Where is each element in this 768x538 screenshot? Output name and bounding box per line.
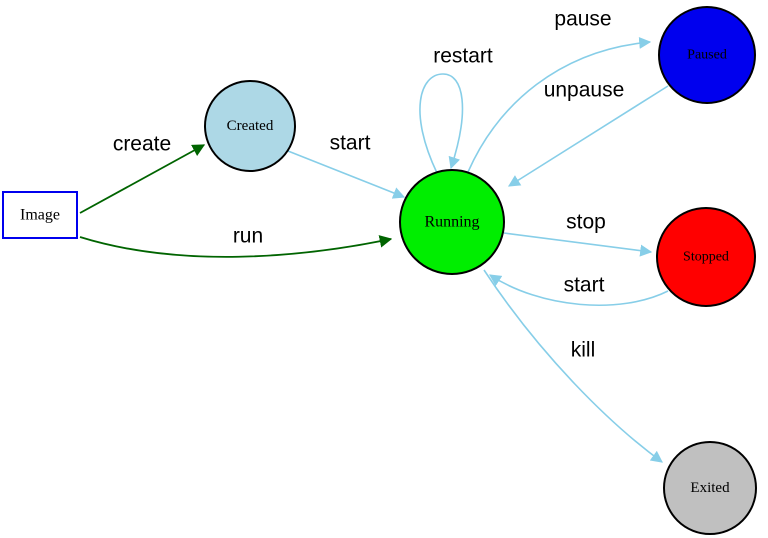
edge-label-start-created: start <box>330 132 371 155</box>
edge-start-stopped <box>488 274 669 306</box>
node-label-running: Running <box>424 214 479 231</box>
node-shape-stopped[interactable] <box>656 207 756 307</box>
edge-pause <box>467 36 652 173</box>
node-shape-image[interactable] <box>2 191 78 239</box>
edge-run <box>79 235 393 258</box>
edge-label-run: run <box>233 225 263 248</box>
edge-start-created <box>287 150 406 199</box>
edge-label-create: create <box>113 133 171 156</box>
node-exited[interactable]: Exited <box>663 441 757 535</box>
edge-labels-layer: create run start restart pause unpause stop sta… <box>113 8 624 362</box>
node-label-created: Created <box>227 118 274 134</box>
node-running[interactable]: Running <box>399 169 505 275</box>
node-label-stopped: Stopped <box>683 250 729 265</box>
edge-label-restart: restart <box>433 45 493 68</box>
edge-label-unpause: unpause <box>544 79 625 102</box>
edge-stop <box>503 232 653 257</box>
edge-kill <box>483 269 663 463</box>
node-shape-created[interactable] <box>204 80 296 172</box>
node-label-paused: Paused <box>687 48 727 63</box>
edge-unpause <box>507 85 669 187</box>
edges-layer <box>79 36 669 463</box>
node-shape-paused[interactable] <box>658 6 756 104</box>
node-paused[interactable]: Paused <box>658 6 756 104</box>
node-image[interactable]: Image <box>2 191 78 239</box>
node-shape-exited[interactable] <box>663 441 757 535</box>
edge-label-start-stopped: start <box>564 274 605 297</box>
node-created[interactable]: Created <box>204 80 296 172</box>
node-shape-running[interactable] <box>399 169 505 275</box>
edge-label-kill: kill <box>571 339 596 362</box>
node-label-image: Image <box>20 207 60 224</box>
edge-create <box>79 144 206 214</box>
edge-restart <box>419 73 464 174</box>
node-stopped[interactable]: Stopped <box>656 207 756 307</box>
edge-label-stop: stop <box>566 211 606 234</box>
edge-label-pause: pause <box>554 8 611 31</box>
node-label-exited: Exited <box>690 480 730 496</box>
